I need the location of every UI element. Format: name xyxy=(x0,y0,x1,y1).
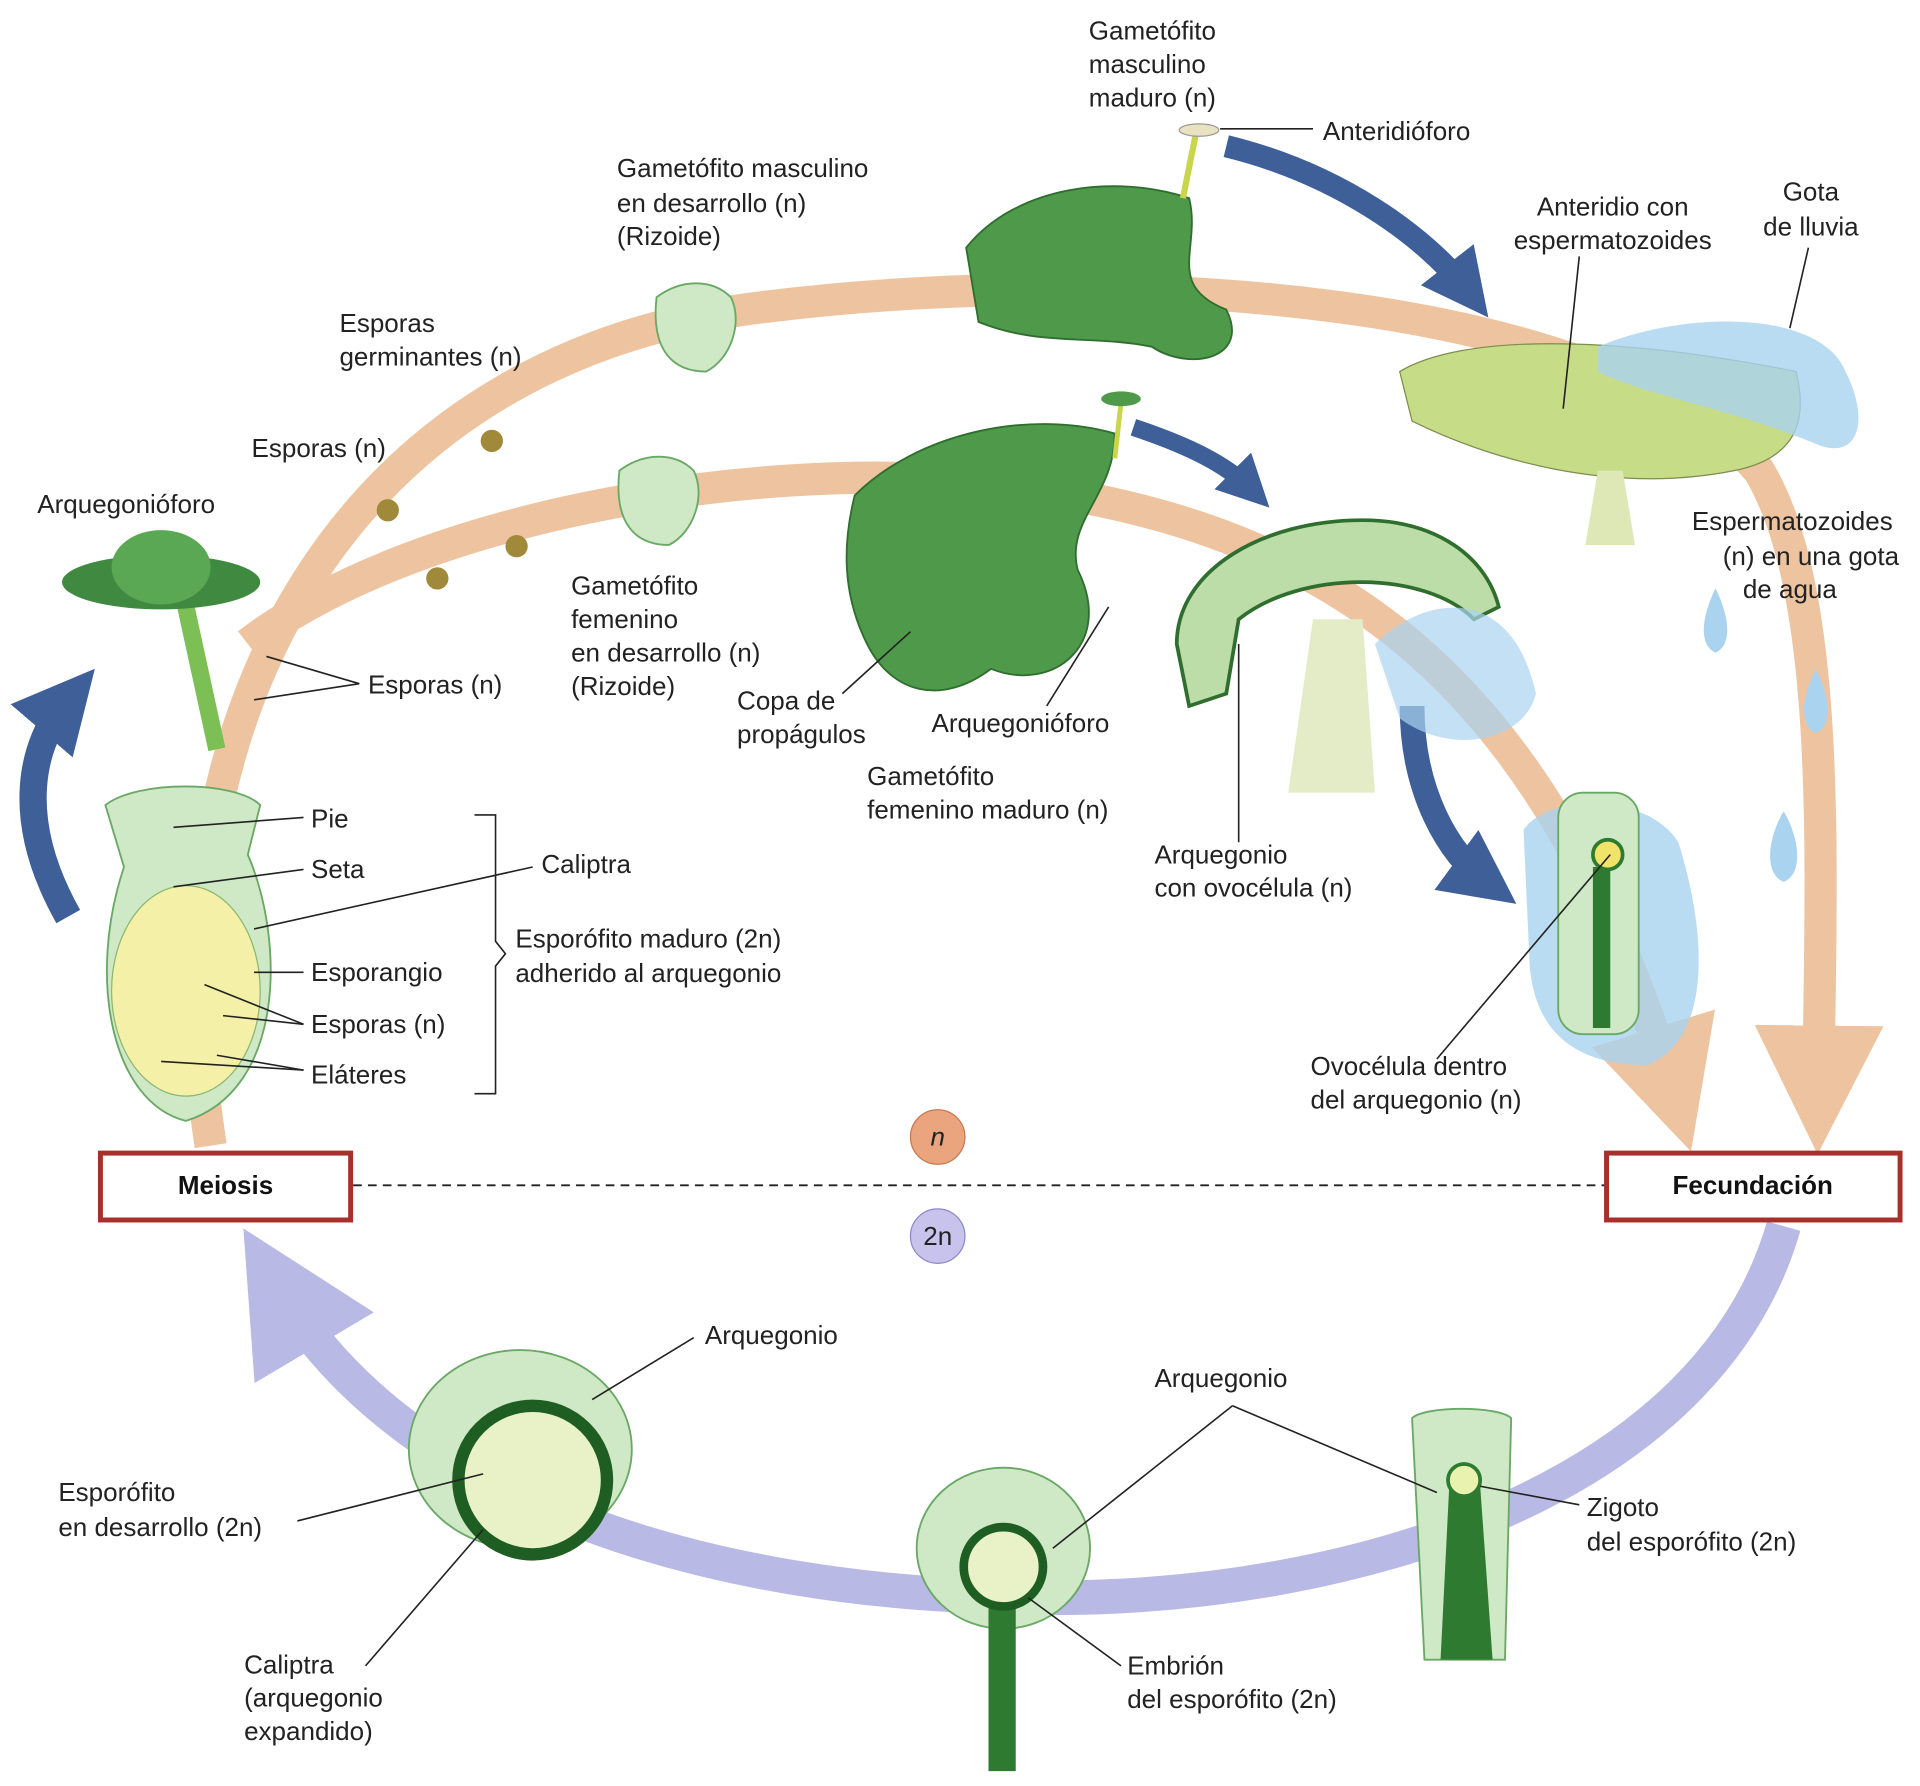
svg-text:Copa de: Copa de xyxy=(737,686,835,716)
haploid-badge xyxy=(909,1109,966,1165)
svg-text:expandido): expandido) xyxy=(244,1716,373,1746)
label-esporas-esporangio: Esporas (n) xyxy=(311,1009,445,1039)
label-anteridio: Anteridio con espermatozoides xyxy=(1514,192,1712,255)
label-esporas-top: Esporas (n) xyxy=(252,433,386,463)
label-pie: Pie xyxy=(311,803,349,833)
svg-text:(n) en una gota: (n) en una gota xyxy=(1723,541,1900,571)
svg-text:adherido al arquegonio: adherido al arquegonio xyxy=(515,958,781,988)
raindrop xyxy=(1597,321,1859,449)
label-elateres: Eláteres xyxy=(311,1060,406,1090)
blue-arrow-ovocelula xyxy=(1399,705,1517,904)
label-arquegonio-ovocelula: Arquegonio con ovocélula (n) xyxy=(1154,839,1352,902)
svg-text:en desarrollo (n): en desarrollo (n) xyxy=(617,188,806,218)
svg-text:Esporófito: Esporófito xyxy=(58,1477,175,1507)
water-drops xyxy=(1703,588,1828,882)
svg-text:Arquegonio: Arquegonio xyxy=(1154,839,1287,869)
svg-text:Embrión: Embrión xyxy=(1127,1651,1224,1681)
svg-text:maduro (n): maduro (n) xyxy=(1089,83,1216,113)
fecundacion-label: Fecundación xyxy=(1672,1170,1832,1200)
label-gam-fem-desarrollo: Gametófito femenino en desarrollo (n) (R… xyxy=(571,571,760,701)
label-arquegonio-right: Arquegonio xyxy=(1154,1363,1287,1393)
blue-arrow-anteridioforo xyxy=(1223,135,1489,318)
label-esporas-germinantes: Esporas germinantes (n) xyxy=(339,308,521,371)
svg-text:(arquegonio: (arquegonio xyxy=(244,1683,383,1713)
label-caliptra-top: Caliptra xyxy=(541,849,631,879)
label-arquegonioforo-left: Arquegonióforo xyxy=(37,489,215,519)
svg-text:masculino: masculino xyxy=(1089,49,1206,79)
label-caliptra-bottom: Caliptra (arquegonio expandido) xyxy=(244,1649,383,1746)
female-developing-gametophyte xyxy=(617,455,700,546)
blue-arrow-arquegonioforo xyxy=(1130,419,1270,508)
label-esporofito-maduro: Esporófito maduro (2n) adherido al arque… xyxy=(515,923,781,988)
svg-text:Gametófito: Gametófito xyxy=(571,571,698,601)
svg-text:Gametófito masculino: Gametófito masculino xyxy=(617,153,868,183)
svg-text:(Rizoide): (Rizoide) xyxy=(617,221,721,251)
mature-sporophyte xyxy=(104,785,272,1122)
label-gam-masc-maduro: Gametófito masculino maduro (n) xyxy=(1089,16,1216,113)
diploid-badge xyxy=(909,1208,966,1264)
svg-text:con ovocélula (n): con ovocélula (n) xyxy=(1154,873,1352,903)
label-copa: Copa de propágulos xyxy=(737,686,866,749)
label-gam-masc-desarrollo: Gametófito masculino en desarrollo (n) (… xyxy=(617,153,868,251)
male-developing-gametophyte xyxy=(654,282,737,373)
meiosis-label: Meiosis xyxy=(178,1170,273,1200)
label-espermatozoides: Espermatozoides (n) en una gota de agua xyxy=(1692,506,1900,604)
svg-text:del esporófito (2n): del esporófito (2n) xyxy=(1587,1527,1797,1557)
meiosis-box: Meiosis xyxy=(97,1150,354,1223)
svg-text:Espermatozoides: Espermatozoides xyxy=(1692,506,1893,536)
label-arquegonio-left: Arquegonio xyxy=(705,1320,838,1350)
label-gam-fem-maduro: Gametófito femenino maduro (n) xyxy=(867,761,1108,824)
svg-text:Gota: Gota xyxy=(1783,177,1840,207)
antheridium-disk xyxy=(1398,321,1859,545)
label-zigoto: Zigoto del esporófito (2n) xyxy=(1587,1492,1797,1557)
male-gametophyte-mature xyxy=(965,123,1233,361)
spores xyxy=(376,429,528,590)
svg-text:en desarrollo (n): en desarrollo (n) xyxy=(571,637,760,667)
haploid-label: n xyxy=(930,1122,944,1152)
svg-text:Gametófito: Gametófito xyxy=(867,761,994,791)
svg-text:Zigoto: Zigoto xyxy=(1587,1492,1659,1522)
label-ovocelula-dentro: Ovocélula dentro del arquegonio (n) xyxy=(1311,1051,1522,1114)
label-embrion: Embrión del esporófito (2n) xyxy=(1127,1651,1337,1714)
embryo-archegonium xyxy=(915,1466,1091,1772)
label-esporas-mid: Esporas (n) xyxy=(368,670,502,700)
label-esporofito-desarrollo: Esporófito en desarrollo (2n) xyxy=(58,1477,262,1542)
svg-text:femenino maduro (n): femenino maduro (n) xyxy=(867,795,1108,825)
archegoniophore-cross-section xyxy=(1174,518,1536,793)
svg-text:en desarrollo (2n): en desarrollo (2n) xyxy=(58,1512,262,1542)
label-arquegonioforo-mid: Arquegonióforo xyxy=(932,708,1110,738)
label-esporangio: Esporangio xyxy=(311,957,443,987)
svg-text:espermatozoides: espermatozoides xyxy=(1514,225,1712,255)
svg-text:femenino: femenino xyxy=(571,604,678,634)
svg-text:Esporófito maduro (2n): Esporófito maduro (2n) xyxy=(515,923,781,953)
svg-text:Ovocélula dentro: Ovocélula dentro xyxy=(1311,1051,1508,1081)
svg-text:(Rizoide): (Rizoide) xyxy=(571,671,675,701)
female-gametophyte-mature xyxy=(845,391,1141,692)
svg-text:propágulos: propágulos xyxy=(737,719,866,749)
svg-text:del esporófito (2n): del esporófito (2n) xyxy=(1127,1684,1337,1714)
svg-text:del arquegonio (n): del arquegonio (n) xyxy=(1311,1085,1522,1115)
label-seta: Seta xyxy=(311,854,365,884)
svg-text:Gametófito: Gametófito xyxy=(1089,16,1216,46)
label-gota: Gota de lluvia xyxy=(1763,177,1859,242)
leader-lines xyxy=(161,128,1810,1667)
developing-sporophyte-bottom xyxy=(407,1349,633,1561)
fecundacion-box: Fecundación xyxy=(1604,1150,1903,1223)
label-anteridioforo: Anteridióforo xyxy=(1323,116,1470,146)
svg-text:Esporas: Esporas xyxy=(339,308,434,338)
svg-text:de lluvia: de lluvia xyxy=(1763,211,1859,241)
archegonium-with-egg xyxy=(1523,791,1699,1066)
svg-text:Caliptra: Caliptra xyxy=(244,1649,334,1679)
svg-text:Anteridio con: Anteridio con xyxy=(1537,192,1689,222)
blue-arrow-left xyxy=(10,668,95,924)
svg-text:de agua: de agua xyxy=(1743,574,1838,604)
diploid-label: 2n xyxy=(923,1221,952,1251)
zygote-archegonium xyxy=(1411,1408,1513,1661)
svg-text:germinantes (n): germinantes (n) xyxy=(339,341,521,371)
archegoniophore-left xyxy=(62,530,261,752)
